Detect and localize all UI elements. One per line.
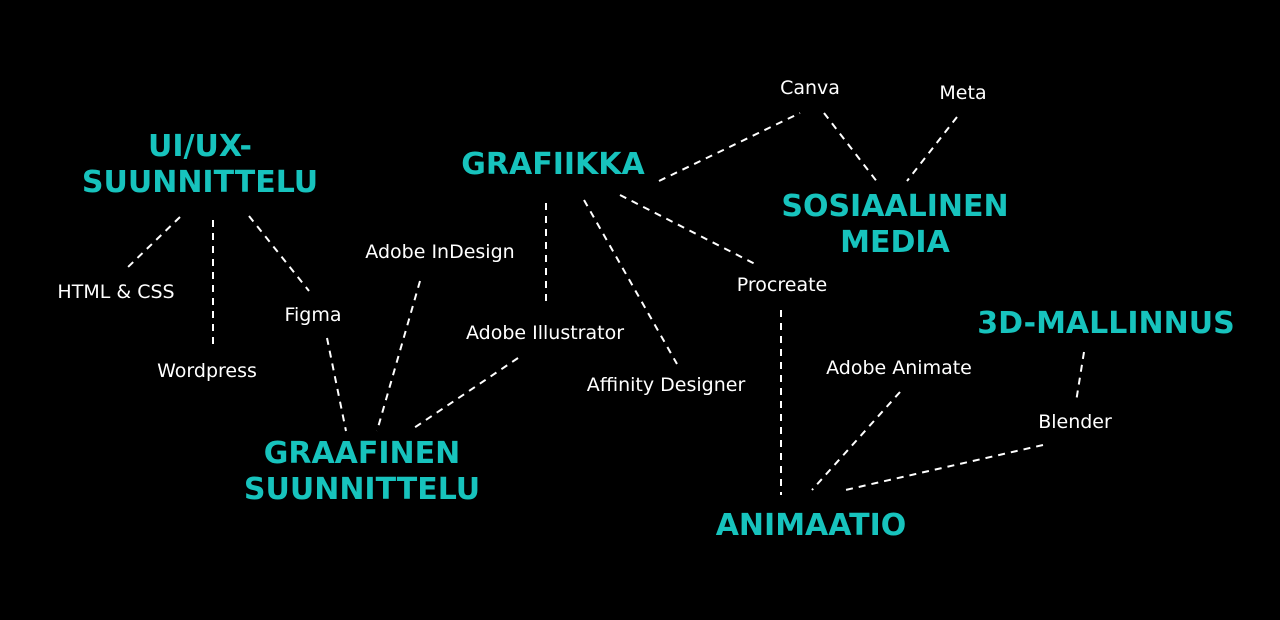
link-uiux-html-css	[126, 216, 181, 269]
category-graafinen-suunnittelu: GRAAFINEN SUUNNITTELU	[244, 436, 480, 508]
category-uiux-suunnittelu: UI/UX- SUUNNITTELU	[82, 129, 318, 201]
tool-html-css: HTML & CSS	[57, 281, 175, 303]
tool-adobe-animate: Adobe Animate	[826, 357, 972, 379]
category-uiux-line2: SUUNNITTELU	[81, 165, 319, 200]
category-animaatio: ANIMAATIO	[716, 508, 907, 544]
link-animate-animaatio	[811, 391, 901, 491]
link-illustrator-graafinen	[410, 357, 519, 431]
category-grafiikka: GRAFIIKKA	[461, 147, 644, 183]
tool-procreate: Procreate	[736, 274, 828, 296]
link-uiux-figma	[248, 215, 310, 292]
link-meta-somedia	[906, 116, 958, 182]
link-grafiikka-procreate	[619, 194, 758, 266]
category-sosiaalinen-media: SOSIAALINEN MEDIA	[781, 189, 1008, 261]
category-3d-mallinnus: 3D-MALLINNUS	[977, 306, 1234, 342]
tool-figma: Figma	[284, 304, 342, 326]
tool-adobe-indesign: Adobe InDesign	[365, 241, 515, 263]
category-uiux-line1: UI/UX-	[148, 129, 252, 164]
category-mallinnus-line1: 3D-MALLINNUS	[977, 306, 1235, 341]
tool-blender: Blender	[1038, 411, 1112, 433]
category-somedia-line1: SOSIAALINEN	[781, 189, 1009, 224]
tool-affinity-designer: Affinity Designer	[586, 374, 746, 396]
link-blender-animaatio	[840, 444, 1044, 492]
link-grafiikka-affinity	[583, 199, 678, 365]
tool-canva: Canva	[780, 77, 840, 99]
category-graafinen-line2: SUUNNITTELU	[243, 472, 481, 507]
category-somedia-line2: MEDIA	[840, 225, 950, 260]
category-grafiikka-line1: GRAFIIKKA	[461, 147, 645, 182]
category-animaatio-line1: ANIMAATIO	[715, 508, 907, 543]
tool-meta: Meta	[939, 82, 987, 104]
link-grafiikka-canva	[658, 112, 801, 182]
link-indesign-graafinen	[376, 280, 421, 432]
link-figma-graafinen	[326, 337, 347, 432]
tool-adobe-illustrator: Adobe Illustrator	[465, 322, 625, 344]
tool-wordpress: Wordpress	[157, 360, 257, 382]
link-canva-somedia	[823, 112, 879, 184]
category-graafinen-line1: GRAAFINEN	[263, 436, 461, 471]
link-mallinnus-blender	[1075, 351, 1085, 403]
